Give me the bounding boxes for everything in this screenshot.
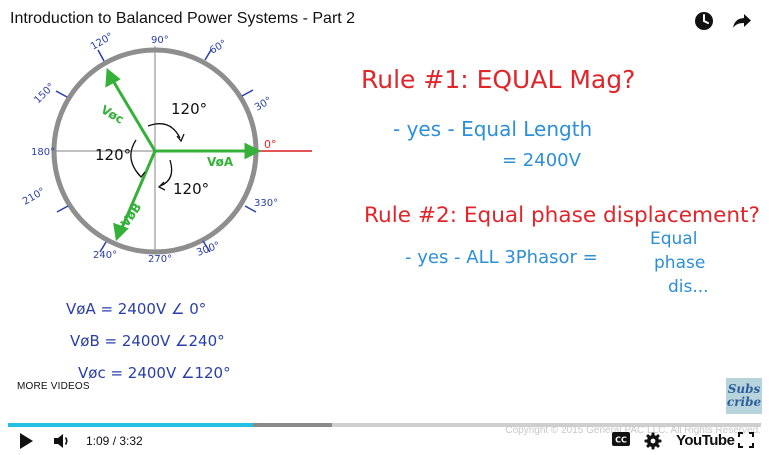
angle-300: 300°: [195, 240, 221, 259]
rule-1: Rule #1: EQUAL Mag? - yes - Equal Length…: [361, 65, 635, 171]
progress-played: [8, 423, 253, 427]
gear-icon: [644, 432, 662, 450]
more-videos-button[interactable]: MORE VIDEOS: [17, 381, 90, 392]
equation-a: VøA = 2400V ∠ 0°: [66, 300, 206, 318]
copyright-watermark: Copyright © 2015 General PAC LLC. All Ri…: [505, 425, 761, 436]
time-display: 1:09 / 3:32: [86, 434, 143, 448]
settings-button[interactable]: [644, 432, 662, 450]
rule-2-line-1: - yes - ALL 3Phasor =: [405, 247, 598, 268]
fullscreen-button[interactable]: [738, 432, 754, 448]
fullscreen-icon: [738, 432, 754, 448]
youtube-logo[interactable]: YouTube: [676, 432, 735, 449]
rule-2-line-4: dis...: [668, 277, 709, 297]
rule-1-line-1: - yes - Equal Length: [393, 117, 592, 141]
subscribe-button[interactable]: Subs cribe: [726, 378, 762, 414]
play-button[interactable]: [18, 432, 34, 450]
equation-c: Vøc = 2400V ∠120°: [78, 364, 231, 382]
equation-b: VøB = 2400V ∠240°: [70, 332, 225, 350]
volume-icon: [54, 434, 68, 448]
angle-60: 60°: [208, 38, 229, 56]
phasor-c-line: [110, 78, 157, 152]
phasor-b-label: VøB: [118, 200, 144, 229]
phasor-c-arrowhead: [105, 68, 121, 88]
angle-240: 240°: [93, 250, 117, 261]
angle-180: 180°: [31, 147, 55, 158]
unit-circle: [51, 47, 259, 255]
captions-button[interactable]: CC: [612, 432, 630, 446]
rule-2-heading: Rule #2: Equal phase displacement?: [364, 203, 760, 227]
progress-bar[interactable]: [8, 423, 761, 427]
phasor-c-label: Vøc: [99, 102, 127, 126]
angle-ticks: [55, 49, 257, 253]
angle-210: 210°: [21, 186, 47, 208]
phasor-b-line: [119, 150, 157, 231]
angle-270: 270°: [148, 254, 172, 265]
svg-text:CC: CC: [615, 436, 627, 445]
rule-2-line-2: Equal: [650, 229, 697, 249]
video-title[interactable]: Introduction to Balanced Power Systems -…: [10, 10, 356, 27]
phasor-equations: VøA = 2400V ∠ 0° VøB = 2400V ∠240° Vøc =…: [66, 300, 231, 382]
clock-icon: [695, 12, 713, 30]
angle-30: 30°: [253, 95, 274, 113]
separation-labels: 120° 120° 120°: [95, 100, 209, 198]
angle-90: 90°: [151, 35, 169, 46]
separation-label-1: 120°: [171, 100, 207, 118]
angle-120: 120°: [89, 31, 115, 53]
player-controls: 1:09 / 3:32 CC YouTube: [0, 428, 769, 455]
angle-0: 0°: [264, 138, 277, 151]
rule-1-line-2: = 2400V: [502, 150, 582, 171]
subscribe-label-1: Subs: [727, 382, 761, 396]
angle-labels: 90° 60° 120° 150° 30° 180° 0° 210° 330° …: [21, 31, 278, 265]
phasor-labels: Vøc VøA VøB: [99, 102, 234, 229]
separation-label-3: 120°: [173, 180, 209, 198]
cc-icon: CC: [612, 432, 630, 446]
phasors: [105, 68, 262, 242]
angle-150: 150°: [32, 81, 57, 106]
separation-label-2: 120°: [95, 146, 131, 164]
share-icon: [733, 14, 751, 28]
rule-1-heading: Rule #1: EQUAL Mag?: [361, 65, 635, 94]
share-button[interactable]: [729, 8, 755, 34]
play-icon: [20, 433, 33, 449]
volume-button[interactable]: [53, 432, 71, 450]
angle-330: 330°: [254, 198, 278, 209]
separation-arcs: [130, 123, 185, 191]
phasor-a-arrowhead: [244, 142, 262, 160]
rule-2: Rule #2: Equal phase displacement? - yes…: [364, 203, 760, 297]
rule-2-line-3: phase: [654, 253, 705, 273]
watch-later-button[interactable]: [691, 8, 717, 34]
phasor-b-arrowhead: [113, 222, 129, 242]
subscribe-label-2: cribe: [726, 395, 762, 409]
phasor-a-label: VøA: [207, 155, 234, 169]
